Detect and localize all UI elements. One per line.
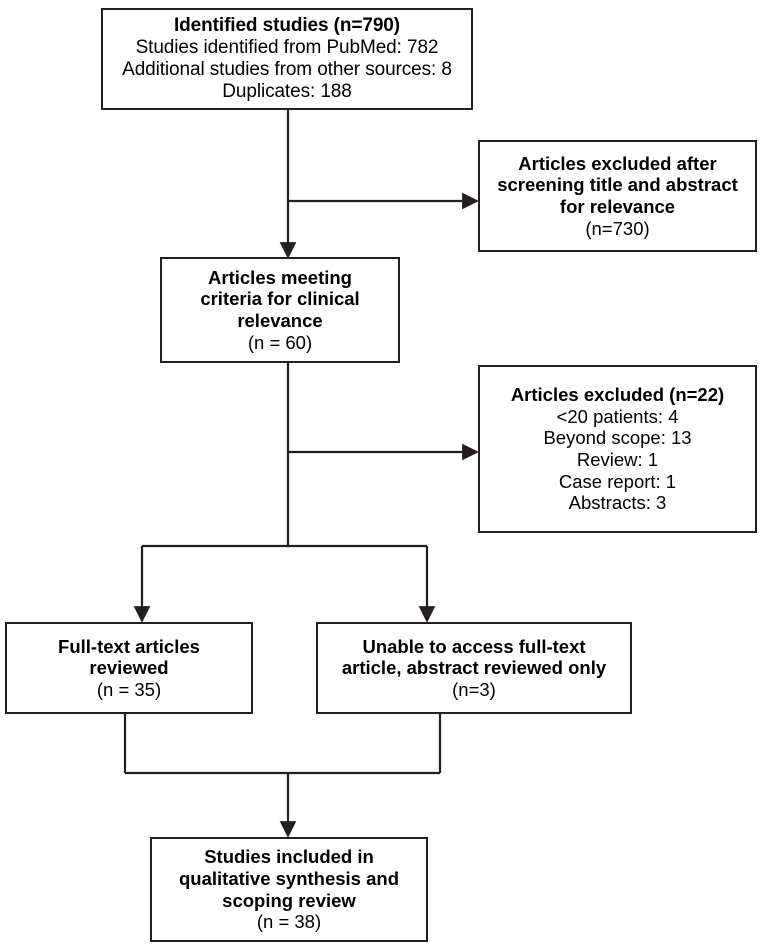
node-articles-meeting-criteria: Articles meeting criteria for clinical r… (160, 257, 400, 363)
node-line: qualitative synthesis and (178, 867, 399, 889)
node-line: (n = 35) (96, 678, 162, 700)
node-line: Review: 1 (576, 449, 659, 470)
node-line: screening title and abstract (497, 174, 738, 196)
node-line: Duplicates: 188 (222, 81, 352, 103)
node-line: Articles excluded after (518, 152, 717, 174)
node-studies-included: Studies included in qualitative synthesi… (150, 837, 428, 942)
node-line: relevance (237, 310, 323, 331)
node-fulltext-articles-reviewed: Full-text articles reviewed (n = 35) (5, 622, 253, 714)
node-line: (n=3) (452, 678, 496, 700)
node-line: Beyond scope: 13 (543, 427, 692, 449)
node-unable-to-access-fulltext: Unable to access full-text article, abst… (316, 622, 632, 714)
node-line: <20 patients: 4 (556, 405, 679, 427)
node-line: for relevance (559, 196, 676, 217)
node-articles-excluded-with-reasons: Articles excluded (n=22) <20 patients: 4… (478, 365, 757, 533)
node-line: Additional studies from other sources: 8 (122, 59, 452, 80)
node-line: Full-text articles (58, 635, 200, 657)
node-line: (n=730) (585, 217, 650, 239)
node-line: Studies included in (204, 846, 374, 868)
node-line: Identified studies (n=790) (174, 14, 400, 36)
node-line: Studies identified from PubMed: 782 (135, 36, 439, 58)
node-line: (n = 38) (256, 911, 322, 933)
node-line: reviewed (89, 657, 169, 679)
node-line: Case report: 1 (558, 470, 677, 492)
node-line: (n = 60) (247, 331, 313, 353)
node-line: Articles excluded (n=22) (510, 384, 725, 406)
node-line: Unable to access full-text (362, 635, 586, 657)
node-line: criteria for clinical (200, 288, 360, 310)
node-line: Articles meeting (208, 266, 352, 288)
node-identified-studies: Identified studies (n=790) Studies ident… (101, 8, 473, 110)
node-excluded-after-screening: Articles excluded after screening title … (478, 140, 757, 252)
node-line: scoping review (222, 889, 356, 911)
node-line: article, abstract reviewed only (341, 657, 607, 679)
node-line: Abstracts: 3 (568, 492, 667, 514)
